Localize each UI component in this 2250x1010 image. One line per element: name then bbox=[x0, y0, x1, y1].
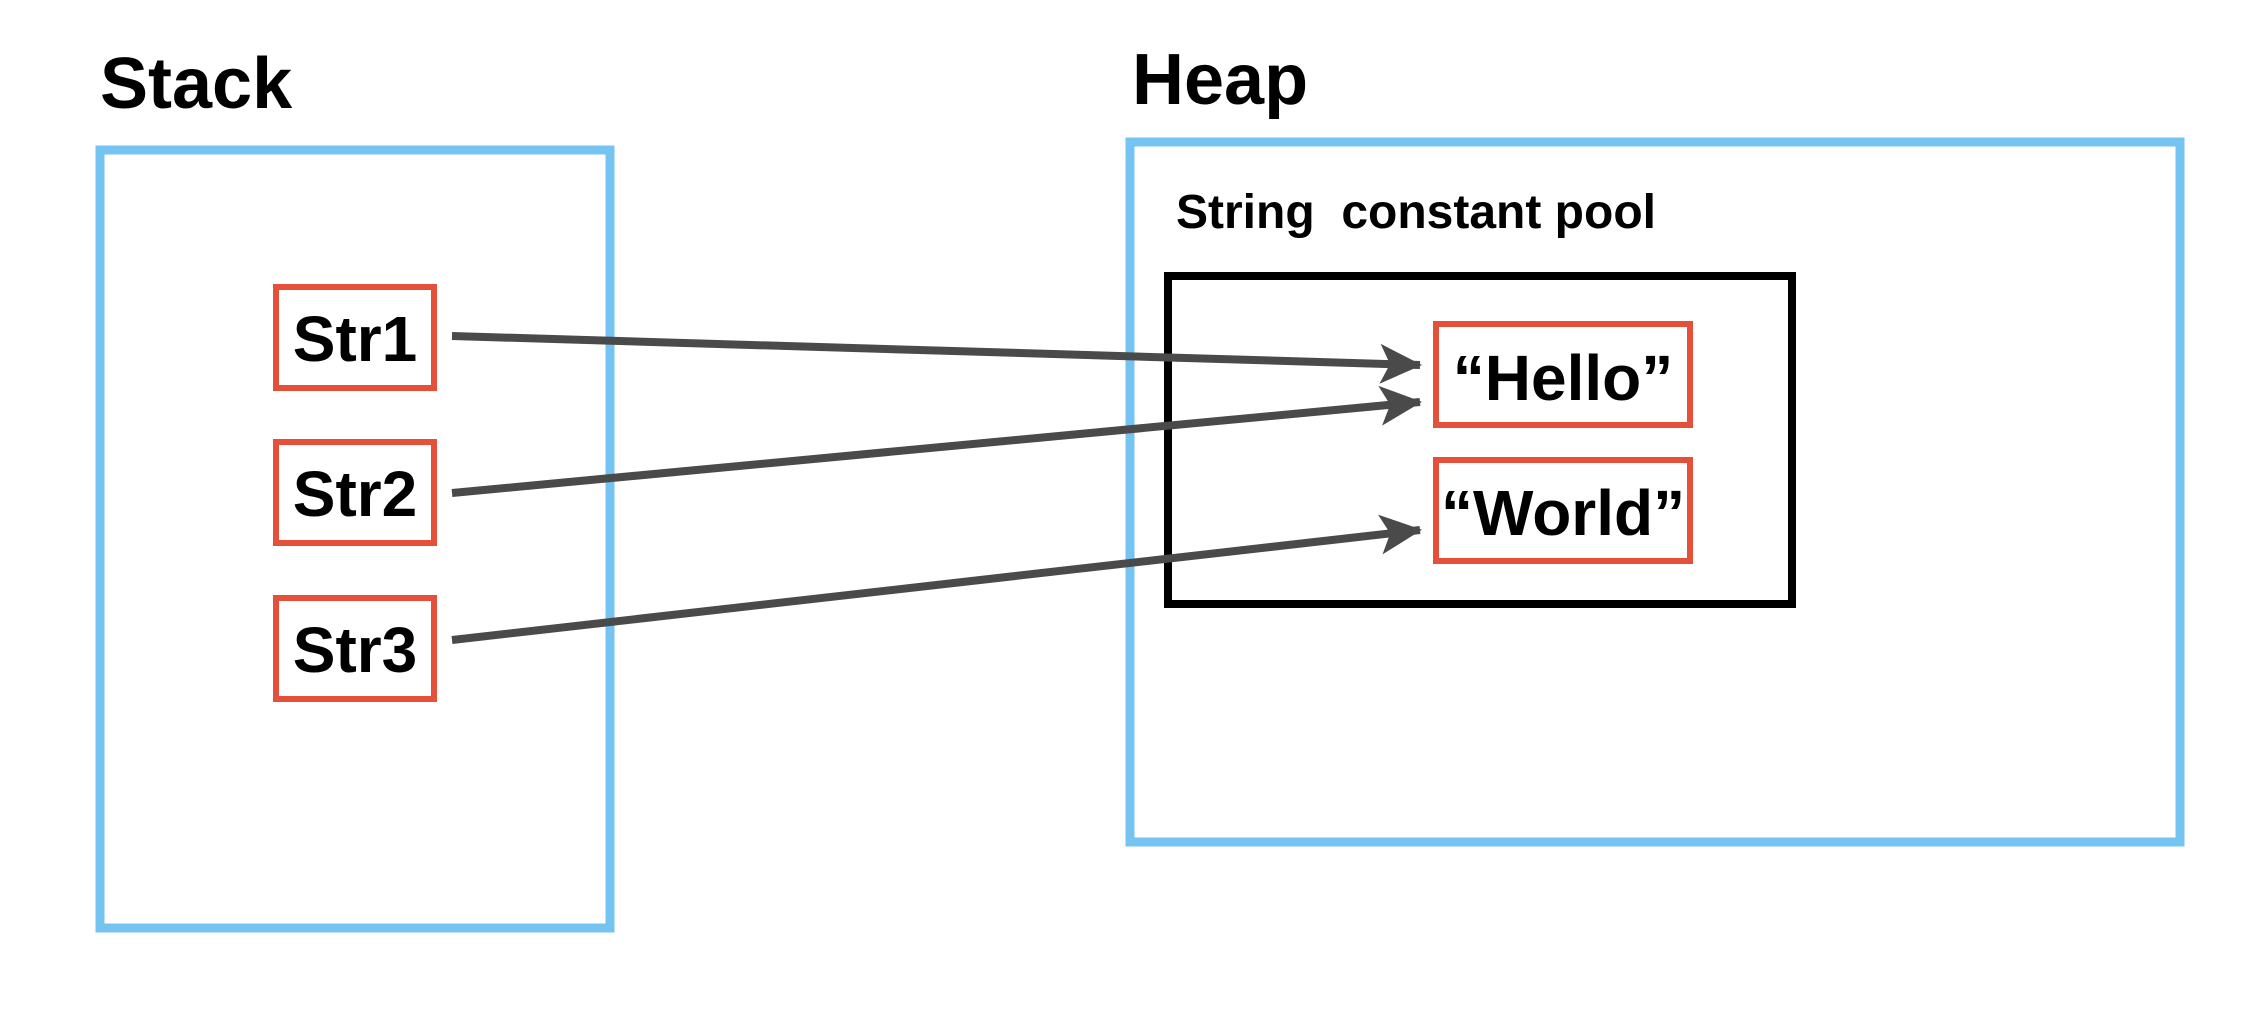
stack-variable-str3: Str3 bbox=[273, 595, 437, 702]
heap-region bbox=[1125, 137, 2185, 847]
stack-variable-box bbox=[273, 595, 437, 702]
stack-variable-label: Str2 bbox=[293, 458, 418, 530]
string-value-world: “World” bbox=[1433, 457, 1693, 564]
stack-variable-box bbox=[273, 439, 437, 546]
string-value-box bbox=[1433, 457, 1693, 564]
stack-variable-box bbox=[273, 284, 437, 391]
stack-variable-label: Str1 bbox=[293, 303, 418, 375]
stack-variable-str2: Str2 bbox=[273, 439, 437, 546]
reference-arrow-str1-to-hello bbox=[451, 332, 1422, 384]
string-constant-pool-label: String constant pool bbox=[1176, 186, 1656, 239]
reference-arrow-str3-to-world bbox=[451, 514, 1422, 644]
reference-arrow-str2-to-hello bbox=[451, 385, 1422, 497]
string-constant-pool-box bbox=[1164, 272, 1796, 608]
string-value-label: “Hello” bbox=[1453, 342, 1673, 414]
stack-region bbox=[95, 145, 615, 933]
heap-title: Heap bbox=[1132, 40, 1308, 120]
string-value-box bbox=[1433, 321, 1693, 428]
stack-variable-str1: Str1 bbox=[273, 284, 437, 391]
stack-title: Stack bbox=[100, 44, 293, 124]
string-value-hello: “Hello” bbox=[1433, 321, 1693, 428]
stack-variable-label: Str3 bbox=[293, 614, 418, 686]
string-value-label: “World” bbox=[1441, 477, 1685, 549]
